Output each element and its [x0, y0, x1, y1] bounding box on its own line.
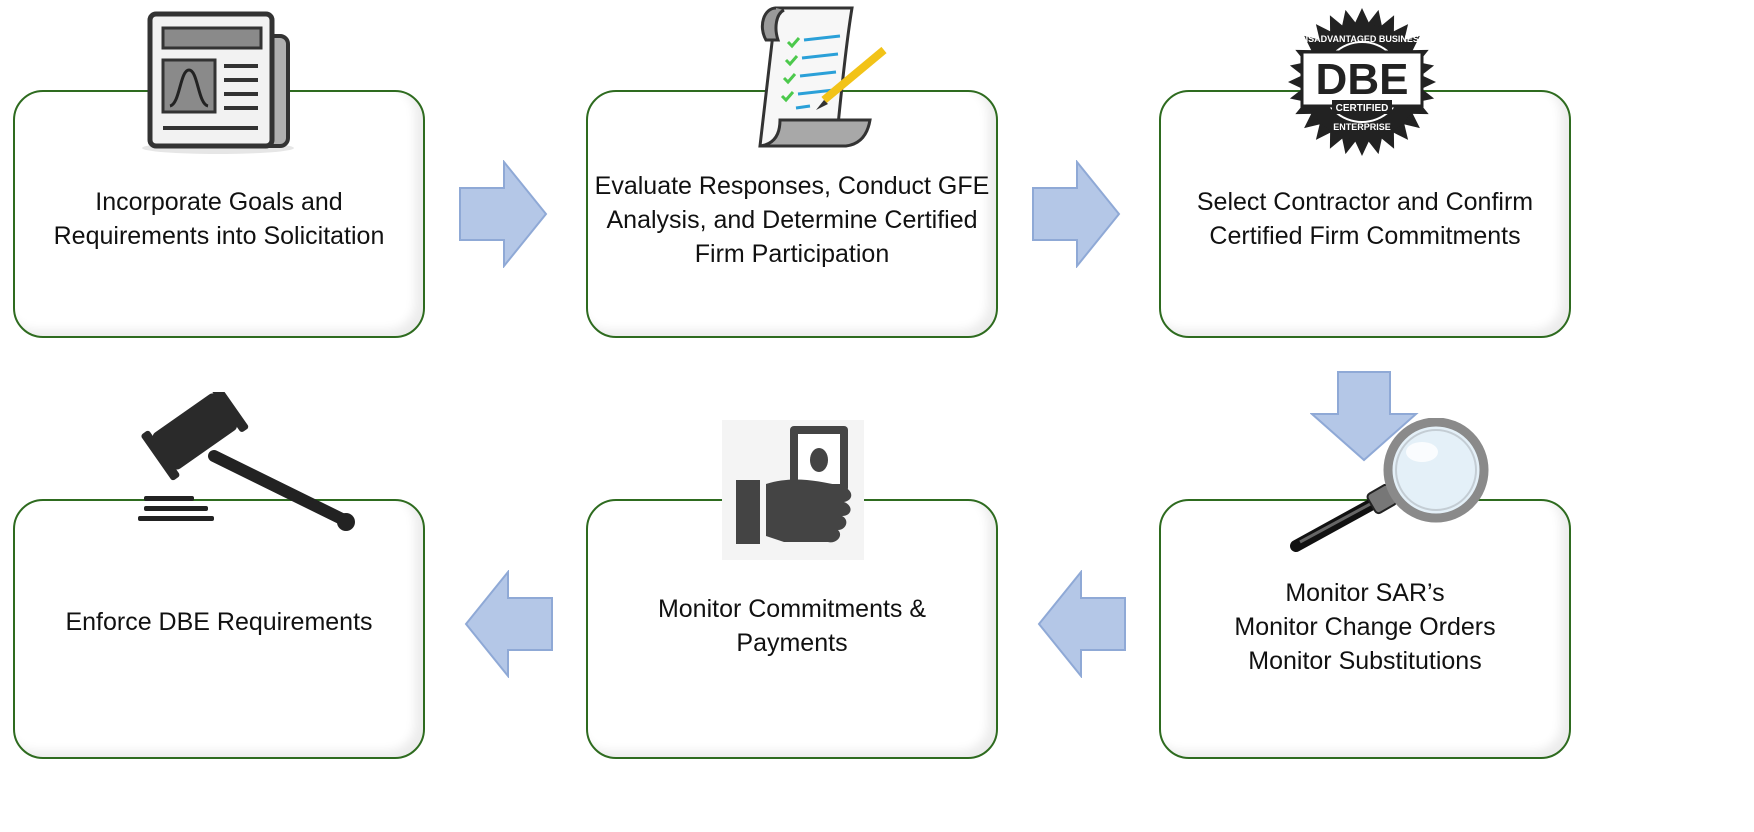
step-4-text: Monitor SAR’s Monitor Change Orders Moni… — [1161, 576, 1569, 678]
step-1-line-2: Requirements into Solicitation — [53, 222, 385, 250]
checklist-scroll-icon — [758, 6, 887, 148]
step-5-line-1: Monitor Commitments & — [657, 595, 927, 623]
step-4-line-3: Monitor Substitutions — [1248, 647, 1482, 675]
step-1-line-1: Incorporate Goals and — [95, 188, 343, 216]
seal-ring-bottom-text: ENTERPRISE — [1333, 122, 1391, 132]
newspaper-icon — [142, 11, 294, 154]
magnifying-glass-icon — [1290, 418, 1489, 552]
step-1-text: Incorporate Goals and Requirements into … — [15, 185, 423, 253]
arrow-left-1 — [1037, 570, 1126, 678]
hand-holding-money-icon — [722, 420, 864, 560]
step-6-line-1: Enforce DBE Requirements — [65, 608, 373, 636]
step-2-line-2: Analysis, and Determine Certified — [606, 206, 978, 234]
step-box-5: Monitor Commitments & Payments — [586, 499, 998, 759]
arrow-right-2 — [1032, 160, 1121, 268]
step-box-6: Enforce DBE Requirements — [13, 499, 425, 759]
step-2-text: Evaluate Responses, Conduct GFE Analysis… — [588, 169, 996, 271]
seal-ring-top-text: DISADVANTAGED BUSINESS — [1299, 34, 1425, 44]
step-2-line-1: Evaluate Responses, Conduct GFE — [594, 172, 990, 200]
seal-center-text: DBE — [1316, 55, 1409, 104]
step-3-text: Select Contractor and Confirm Certified … — [1161, 185, 1569, 253]
step-3-line-1: Select Contractor and Confirm — [1196, 188, 1534, 216]
arrow-down — [1310, 371, 1419, 462]
step-5-text: Monitor Commitments & Payments — [588, 592, 996, 660]
step-6-text: Enforce DBE Requirements — [15, 605, 423, 639]
gavel-icon — [138, 392, 355, 531]
step-4-line-1: Monitor SAR’s — [1285, 579, 1445, 607]
step-2-line-3: Firm Participation — [694, 240, 890, 268]
arrow-left-2 — [464, 570, 553, 678]
seal-badge-text: CERTIFIED — [1336, 103, 1389, 114]
arrow-right-1 — [459, 160, 548, 268]
step-box-4: Monitor SAR’s Monitor Change Orders Moni… — [1159, 499, 1571, 759]
step-3-line-2: Certified Firm Commitments — [1209, 222, 1521, 250]
dbe-certified-seal-icon: DBE CERTIFIED DISADVANTAGED BUSINESS ENT… — [1288, 8, 1436, 156]
step-4-line-2: Monitor Change Orders — [1234, 613, 1496, 641]
step-5-line-2: Payments — [736, 629, 848, 657]
